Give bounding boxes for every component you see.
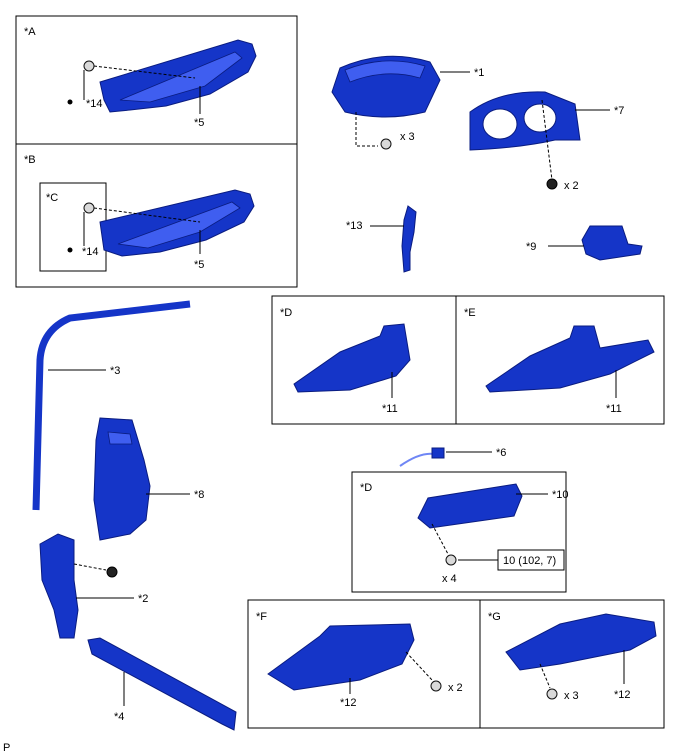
label-14-a: *14 <box>86 98 103 110</box>
panel-b-frame <box>15 143 298 288</box>
label-1: *1 <box>474 67 484 79</box>
panel-e-tag: *E <box>464 307 476 319</box>
part-7-group: *7 x 2 <box>469 91 624 192</box>
panel-f-tag: *F <box>256 611 267 623</box>
panel-g-frame <box>479 599 665 729</box>
part-3-weatherstrip <box>32 300 191 511</box>
qty-12-f: x 2 <box>448 682 463 694</box>
part-7-opening-left <box>482 108 518 140</box>
footer-code: P <box>3 742 10 754</box>
screw-12-f <box>430 680 442 692</box>
part-8-vent <box>107 431 133 445</box>
panel-g-tag: *G <box>488 611 501 623</box>
panel-f: *F x 2 *12 <box>247 599 481 729</box>
part-7-opening-right <box>523 103 557 133</box>
part-12-lower-panel-g <box>505 613 657 671</box>
clip-14-b <box>83 202 95 214</box>
panel-d-upper: *D *11 <box>271 295 457 425</box>
dash-12-g <box>539 663 551 689</box>
dash-14-a <box>93 65 196 79</box>
panel-a: *A *14 *5 <box>15 15 298 145</box>
dash-2 <box>73 563 107 571</box>
label-4: *4 <box>114 711 124 723</box>
part-4-scuff-plate <box>87 637 237 731</box>
panel-d-lower: *D *10 10 (102, 7) x 4 <box>351 471 569 593</box>
part-8-pillar-garnish <box>93 417 151 541</box>
part-12-lower-panel-f <box>267 623 415 691</box>
panel-b-tag: *B <box>24 154 36 166</box>
dash-7 <box>541 99 553 181</box>
label-6: *6 <box>496 447 506 459</box>
part-11-lower-panel-e <box>485 325 655 393</box>
dash-10 <box>431 523 449 555</box>
clip-2 <box>106 566 118 578</box>
part-10-switch-panel <box>417 483 523 529</box>
panel-b: *B *C *14 *5 <box>15 143 298 288</box>
label-3: *3 <box>110 365 120 377</box>
panel-d-lower-tag: *D <box>360 482 372 494</box>
dash-1 <box>355 112 378 147</box>
bullet-14-a <box>67 99 73 105</box>
part-9-group: *9 <box>526 225 643 261</box>
qty-10: x 4 <box>442 573 457 585</box>
label-11-d: *11 <box>382 403 398 415</box>
label-12-f: *12 <box>340 697 357 709</box>
label-12-g: *12 <box>614 689 631 701</box>
part-13-trim <box>401 205 417 273</box>
part-6-group: *6 <box>399 447 506 467</box>
part-2-cowl-trim <box>39 533 79 639</box>
screw-12-g <box>546 688 558 700</box>
panel-e-frame <box>455 295 665 425</box>
part-5-garnish-b-highlight <box>117 201 241 249</box>
screw-10 <box>445 554 457 566</box>
part-11-lower-panel-d <box>293 323 411 393</box>
panel-d-upper-tag: *D <box>280 307 292 319</box>
label-13: *13 <box>346 220 363 232</box>
label-14-b: *14 <box>82 246 99 258</box>
torque-box <box>497 549 565 571</box>
clip-14-a <box>83 60 95 72</box>
part-6-wire <box>399 452 435 467</box>
qty-7: x 2 <box>564 180 579 192</box>
part-1-group: *1 x 3 <box>331 55 484 150</box>
panel-g: *G x 3 *12 <box>479 599 665 729</box>
label-10: *10 <box>552 489 569 501</box>
label-7: *7 <box>614 105 624 117</box>
label-5-a: *5 <box>194 117 204 129</box>
label-5-b: *5 <box>194 259 204 271</box>
qty-12-g: x 3 <box>564 690 579 702</box>
part-3-group: *3 <box>32 300 191 511</box>
part-8-group: *8 <box>93 417 204 541</box>
clip-7 <box>546 178 558 190</box>
panel-d-lower-frame <box>351 471 567 593</box>
dash-12-f <box>405 651 433 681</box>
part-5-garnish-a-highlight <box>119 51 243 103</box>
panel-c-tag: *C <box>46 192 58 204</box>
panel-e: *E *11 <box>455 295 665 425</box>
part-13-group: *13 <box>346 205 417 273</box>
panel-a-tag: *A <box>24 26 36 38</box>
dash-14-b <box>93 207 201 223</box>
torque-spec: 10 (102, 7) <box>503 555 556 567</box>
qty-1: x 3 <box>400 131 415 143</box>
part-4-group: *4 <box>87 637 237 731</box>
label-9: *9 <box>526 241 536 253</box>
bullet-14-b <box>67 247 73 253</box>
part-9-cover <box>581 225 643 261</box>
label-2: *2 <box>138 593 148 605</box>
part-6-connector <box>431 447 445 459</box>
label-11-e: *11 <box>606 403 622 415</box>
label-8: *8 <box>194 489 204 501</box>
part-1-top-face <box>344 60 426 83</box>
part-2-group: *2 <box>39 533 148 639</box>
screw-1 <box>380 138 392 150</box>
